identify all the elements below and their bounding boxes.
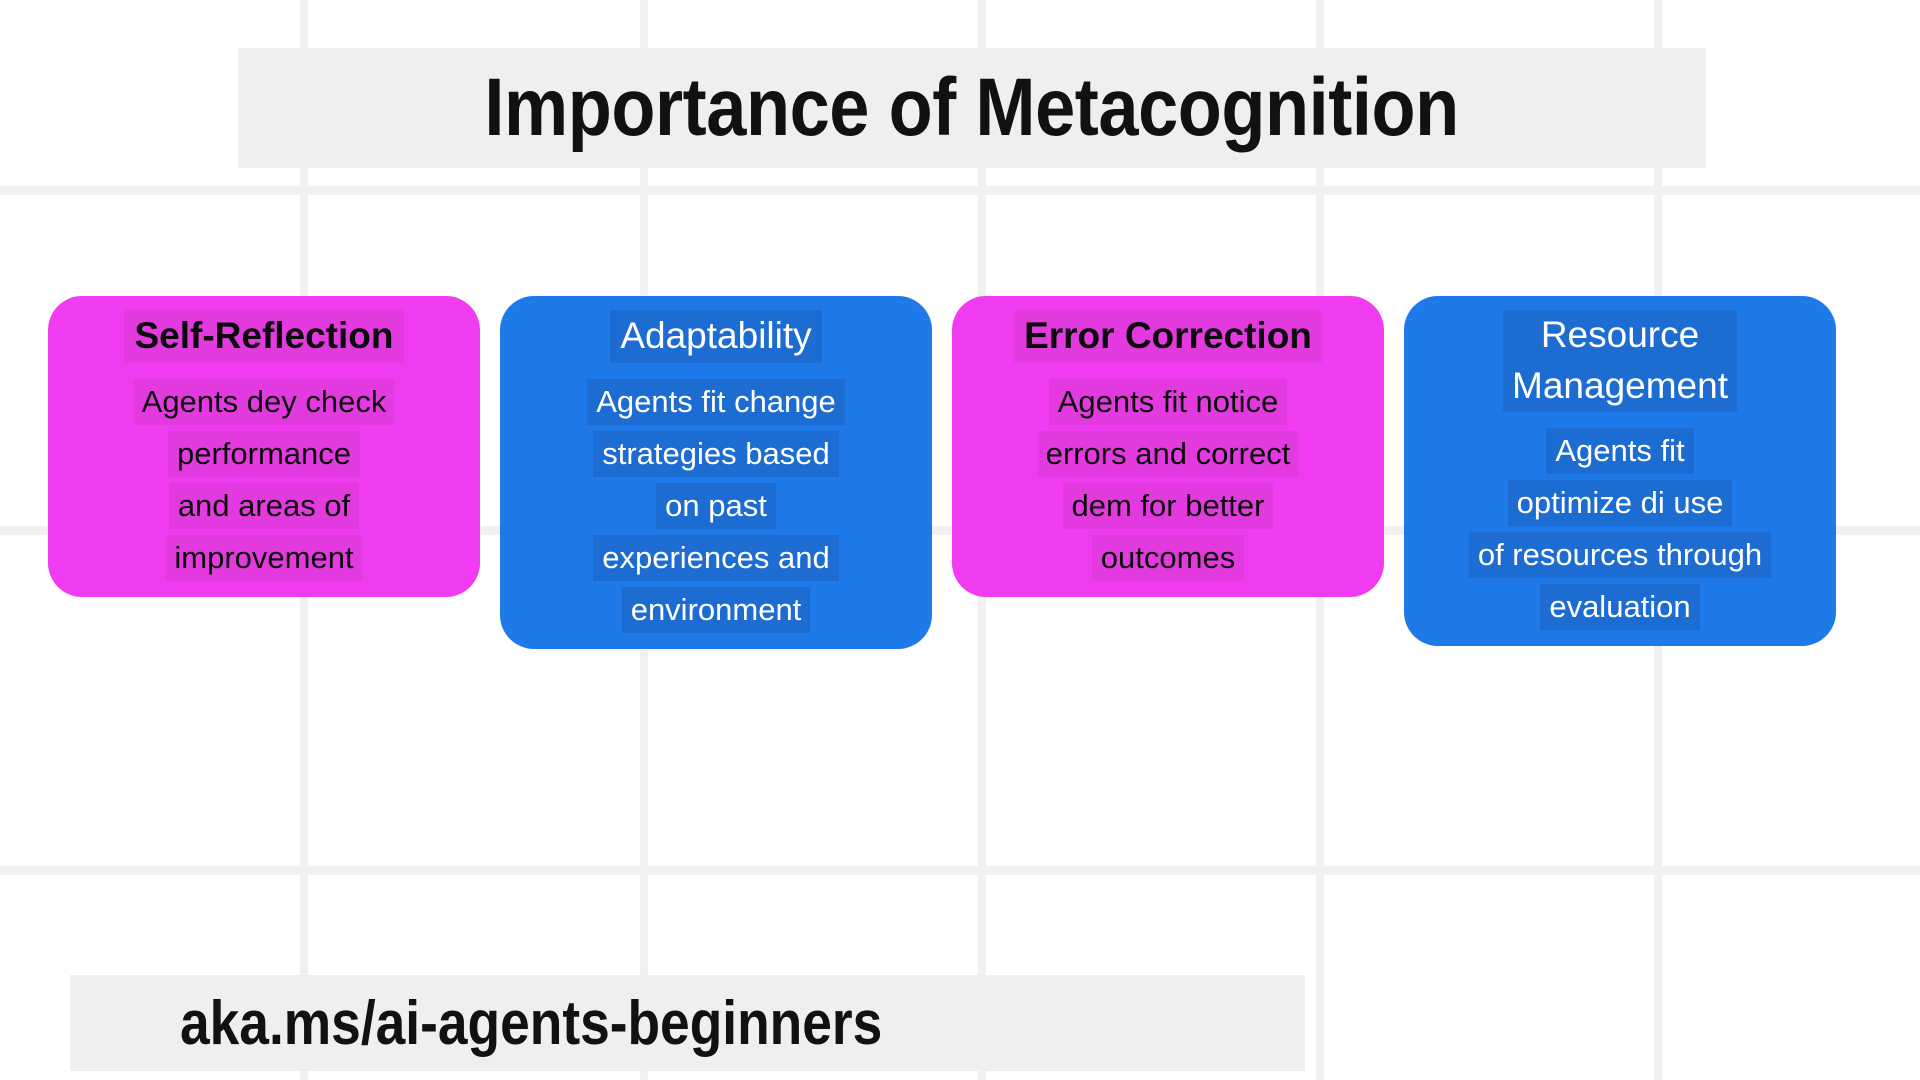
card-body-line: Agents fit	[1546, 427, 1694, 474]
card-body-line: Agents fit notice	[1048, 378, 1288, 425]
card-title-line: Resource	[1503, 310, 1737, 361]
card-body: Agents fit optimize di use of resources th…	[1416, 427, 1824, 630]
card-title: Error Correction	[1014, 310, 1322, 363]
page-title: Importance of Metacognition	[484, 62, 1460, 153]
card-body-line: of resources through	[1468, 531, 1772, 578]
card-title: Self-Reflection	[124, 310, 404, 363]
card-body-line: strategies based	[593, 430, 839, 477]
card-body-line: dem for better	[1062, 482, 1274, 529]
card-body-line: optimize di use	[1507, 479, 1733, 526]
card-body-line: errors and correct	[1036, 430, 1300, 477]
footer-url[interactable]: aka.ms/ai-agents-beginners	[180, 988, 883, 1058]
card-body-line: outcomes	[1091, 534, 1245, 581]
card-body-line: evaluation	[1540, 583, 1700, 630]
card-body: Agents fit notice errors and correct dem f…	[964, 378, 1372, 581]
card-body-line: experiences and	[593, 534, 839, 581]
grid-line-horizontal-2	[0, 866, 1920, 875]
card-body-line: on past	[656, 482, 776, 529]
card-body-line: environment	[621, 586, 811, 633]
grid-line-horizontal-0	[0, 186, 1920, 195]
title-banner: Importance of Metacognition	[238, 48, 1706, 168]
card-body-line: performance	[167, 430, 361, 477]
card-body-line: and areas of	[168, 482, 360, 529]
card-title: Adaptability	[610, 310, 822, 363]
card-title-line: Management	[1503, 360, 1737, 412]
card-body: Agents fit change strategies based on past…	[512, 378, 920, 633]
card-body: Agents dey check performance and areas of i…	[60, 378, 468, 581]
card-body-line: Agents dey check	[132, 378, 396, 425]
card-body-line: improvement	[165, 534, 363, 581]
footer-banner: aka.ms/ai-agents-beginners	[70, 975, 1305, 1071]
card-body-line: Agents fit change	[587, 378, 845, 425]
